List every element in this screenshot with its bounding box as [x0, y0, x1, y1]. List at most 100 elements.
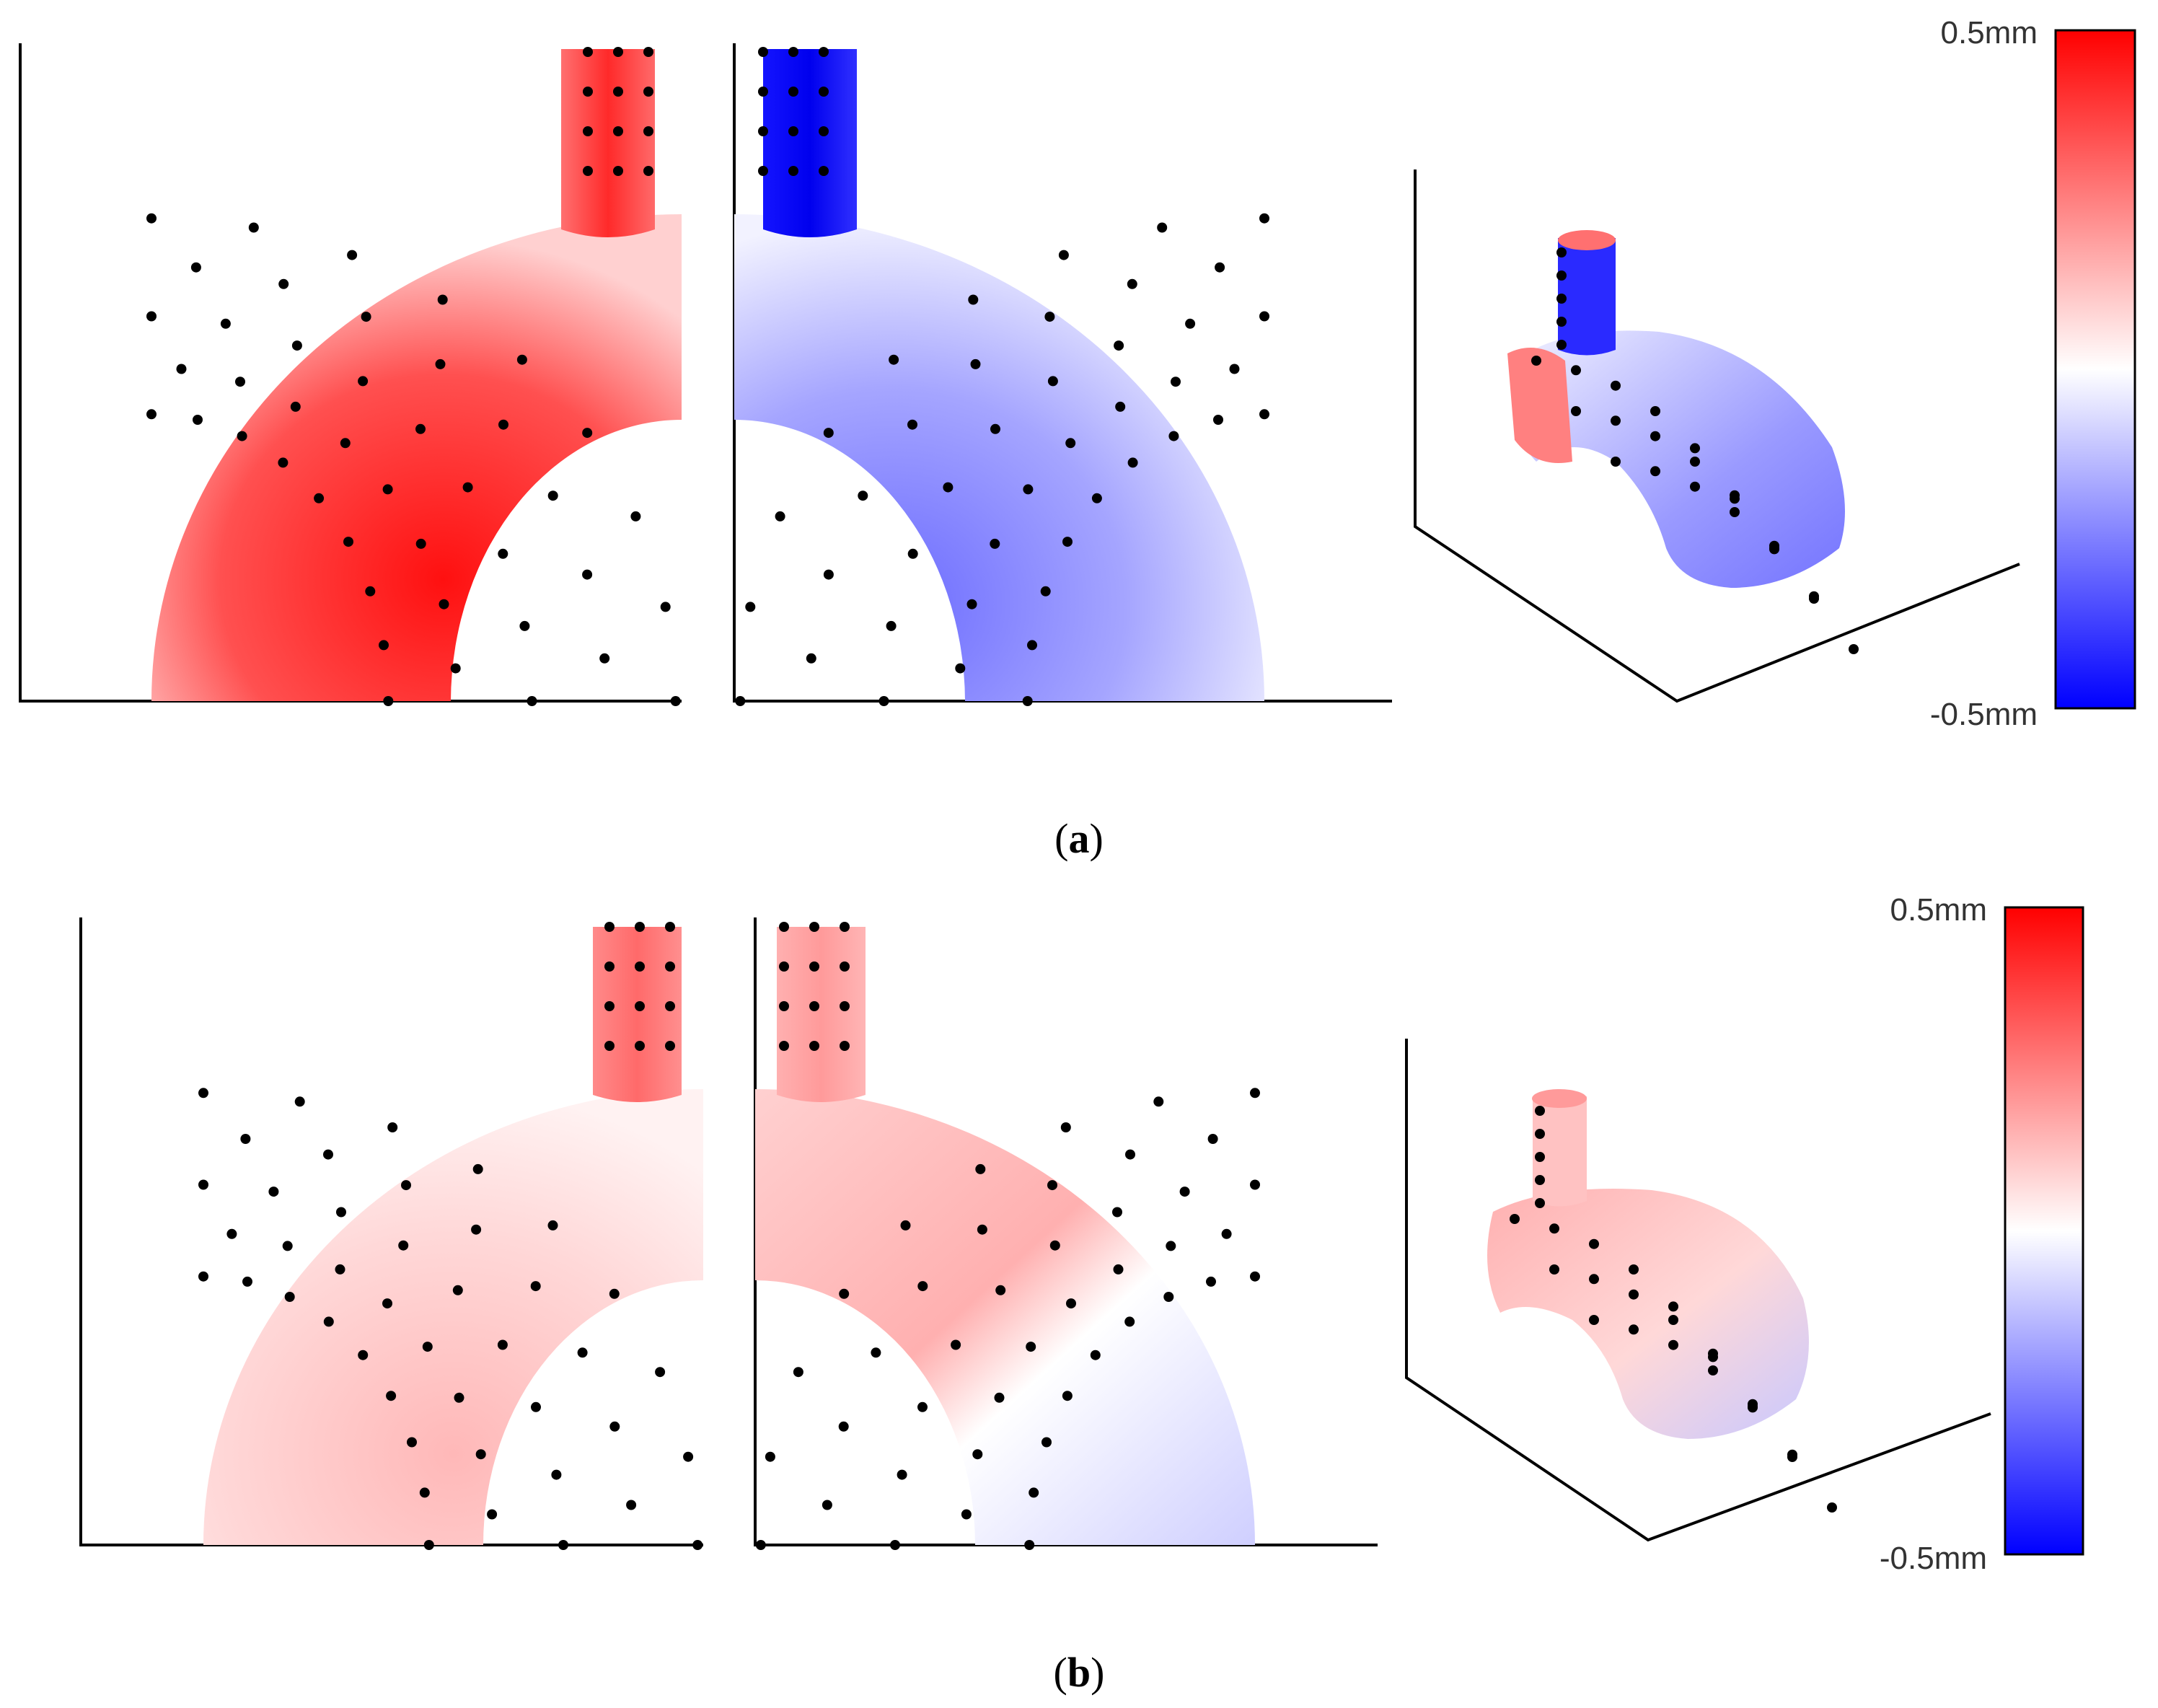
panel-b-left-stub [593, 927, 682, 1102]
sensor-dot [452, 1285, 463, 1295]
sensor-dot [475, 1449, 486, 1460]
panel-a-left-view [19, 43, 682, 706]
sensor-dot [788, 87, 798, 97]
sensor-dot [1787, 1449, 1797, 1460]
sensor-dot [382, 1298, 392, 1309]
sensor-dot [583, 166, 593, 176]
sensor-dot [472, 1163, 483, 1174]
panel-a-left-axes [19, 43, 682, 703]
panel-b-right-view [754, 917, 1378, 1550]
sensor-dot [1809, 591, 1819, 602]
sensor-dot [1650, 466, 1660, 477]
sensor-dot [291, 340, 302, 351]
sensor-dot [951, 1339, 961, 1350]
sensor-dot [609, 1421, 620, 1432]
sensor-dot [819, 47, 829, 57]
sensor-dot [1556, 340, 1567, 350]
sensor-dot [630, 511, 641, 521]
sensor-dot [235, 377, 245, 387]
sensor-dot [604, 961, 615, 972]
sensor-dot [840, 961, 850, 972]
sensor-dot [1179, 1187, 1190, 1197]
sensor-dot [547, 490, 558, 501]
sensor-dot [819, 166, 829, 176]
sensor-dot [1589, 1274, 1599, 1285]
sensor-dot [660, 602, 671, 612]
sensor-dot [990, 538, 1000, 549]
sensor-dot [779, 1041, 789, 1051]
sensor-dot [1535, 1106, 1545, 1116]
sensor-dot [361, 312, 371, 322]
sensor-dot [975, 1163, 986, 1174]
panel-b-caption: (b) [1054, 1649, 1105, 1696]
sensor-dot [809, 1041, 819, 1051]
sensor-dot [613, 126, 623, 136]
sensor-dot [665, 922, 675, 932]
sensor-dot [788, 166, 798, 176]
sensor-dot [1629, 1289, 1639, 1300]
sensor-dot [1650, 406, 1660, 416]
sensor-dot [643, 126, 653, 136]
sensor-dot [190, 262, 201, 273]
sensor-dot [809, 1001, 819, 1011]
sensor-dot [1090, 1350, 1101, 1360]
sensor-dot [198, 1271, 208, 1282]
sensor-dot [1157, 222, 1168, 233]
sensor-dot [1125, 1149, 1135, 1160]
sensor-dot [1259, 311, 1269, 322]
sensor-dot [1250, 1088, 1260, 1099]
sensor-dot [487, 1509, 498, 1520]
panel-b-right-elbow [755, 1089, 1255, 1545]
sensor-dot [758, 126, 768, 136]
sensor-dot [527, 696, 537, 706]
sensor-dot [890, 1540, 900, 1550]
sensor-dot [193, 415, 203, 425]
sensor-dot [961, 1509, 972, 1520]
panel-a-left-sensor-dots [146, 47, 681, 706]
sensor-dot [290, 401, 301, 412]
sensor-dot [1026, 1342, 1036, 1352]
sensor-dot [779, 961, 789, 972]
sensor-dot [613, 166, 623, 176]
panel-b-iso-sensor-dots [1510, 1106, 1837, 1513]
sensor-dot [917, 1401, 928, 1412]
panel-b: 0.5mm -0.5mm (b) [79, 892, 2084, 1696]
panel-b-iso-stub [1533, 1096, 1587, 1207]
sensor-dot [435, 358, 446, 369]
sensor-dot [1206, 1276, 1216, 1287]
sensor-dot [1029, 1487, 1039, 1498]
sensor-dot [1748, 1402, 1758, 1413]
sensor-dot [146, 213, 157, 224]
sensor-dot [670, 696, 681, 706]
panel-a-iso-view [1414, 170, 2020, 703]
sensor-dot [176, 364, 187, 374]
panel-b-right-stub [777, 927, 866, 1102]
sensor-dot [1062, 1391, 1073, 1401]
panel-b-iso-stub-top [1532, 1089, 1587, 1108]
sensor-dot [1041, 1437, 1052, 1448]
sensor-dot [268, 1187, 279, 1197]
sensor-dot [1024, 1540, 1035, 1550]
sensor-dot [823, 569, 834, 580]
sensor-dot [900, 1220, 911, 1231]
sensor-dot [972, 1449, 983, 1460]
sensor-dot [765, 1451, 775, 1462]
sensor-dot [1535, 1175, 1545, 1185]
sensor-dot [665, 1041, 675, 1051]
sensor-dot [1668, 1339, 1678, 1350]
panel-b-colorbar: 0.5mm -0.5mm [1880, 892, 2084, 1576]
sensor-dot [1027, 640, 1037, 651]
panel-a-iso-stub [1558, 238, 1616, 356]
sensor-dot [146, 311, 157, 322]
sensor-dot [1611, 380, 1621, 391]
sensor-dot [1708, 1352, 1718, 1363]
sensor-dot [439, 599, 449, 609]
sensor-dot [1611, 457, 1621, 467]
sensor-dot [1571, 406, 1581, 416]
panel-a-colorbar-max-label: 0.5mm [1941, 15, 2038, 50]
sensor-dot [583, 47, 593, 57]
panel-a-right-elbow [734, 214, 1264, 701]
sensor-dot [198, 1179, 208, 1190]
sensor-dot [788, 126, 798, 136]
sensor-dot [779, 1001, 789, 1011]
